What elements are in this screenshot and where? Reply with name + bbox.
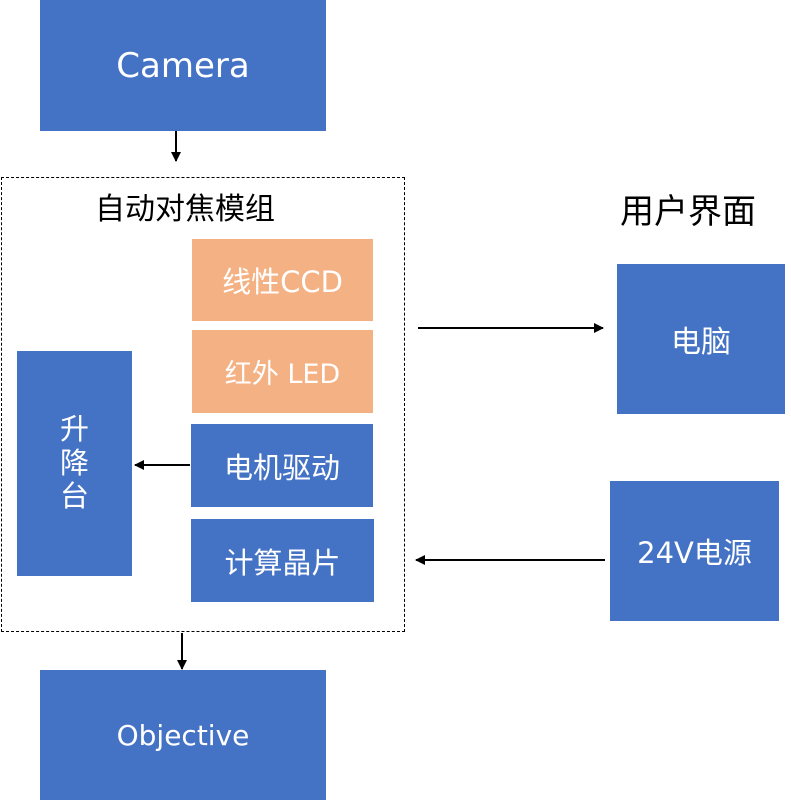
motor-driver-block: 电机驱动: [191, 424, 373, 507]
user-interface-title: 用户界面: [620, 192, 756, 232]
camera-block: Camera: [40, 0, 326, 131]
power-supply-label: 24V电源: [637, 536, 752, 570]
camera-label: Camera: [116, 45, 250, 86]
compute-chip-label: 计算晶片: [224, 545, 341, 580]
motor-driver-label: 电机驱动: [223, 450, 340, 485]
linear-ccd-label: 线性CCD: [222, 265, 343, 299]
computer-block: 电脑: [617, 264, 785, 414]
autofocus-module-title: 自动对焦模组: [95, 192, 275, 227]
ir-led-block: 红外 LED: [192, 330, 373, 413]
autofocus-module-group: [1, 177, 405, 632]
lift-stage-char: 升: [59, 412, 89, 447]
linear-ccd-block: 线性CCD: [192, 239, 373, 321]
lift-stage-char: 台: [59, 479, 89, 514]
lift-stage-block: 升 降 台: [17, 351, 132, 576]
objective-label: Objective: [116, 718, 250, 752]
lift-stage-label: 升 降 台: [60, 413, 89, 513]
ir-led-label: 红外 LED: [224, 359, 341, 390]
compute-chip-block: 计算晶片: [191, 519, 374, 602]
objective-block: Objective: [40, 670, 326, 800]
lift-stage-char: 降: [59, 445, 89, 480]
computer-label: 电脑: [671, 325, 731, 360]
power-supply-block: 24V电源: [610, 481, 779, 621]
